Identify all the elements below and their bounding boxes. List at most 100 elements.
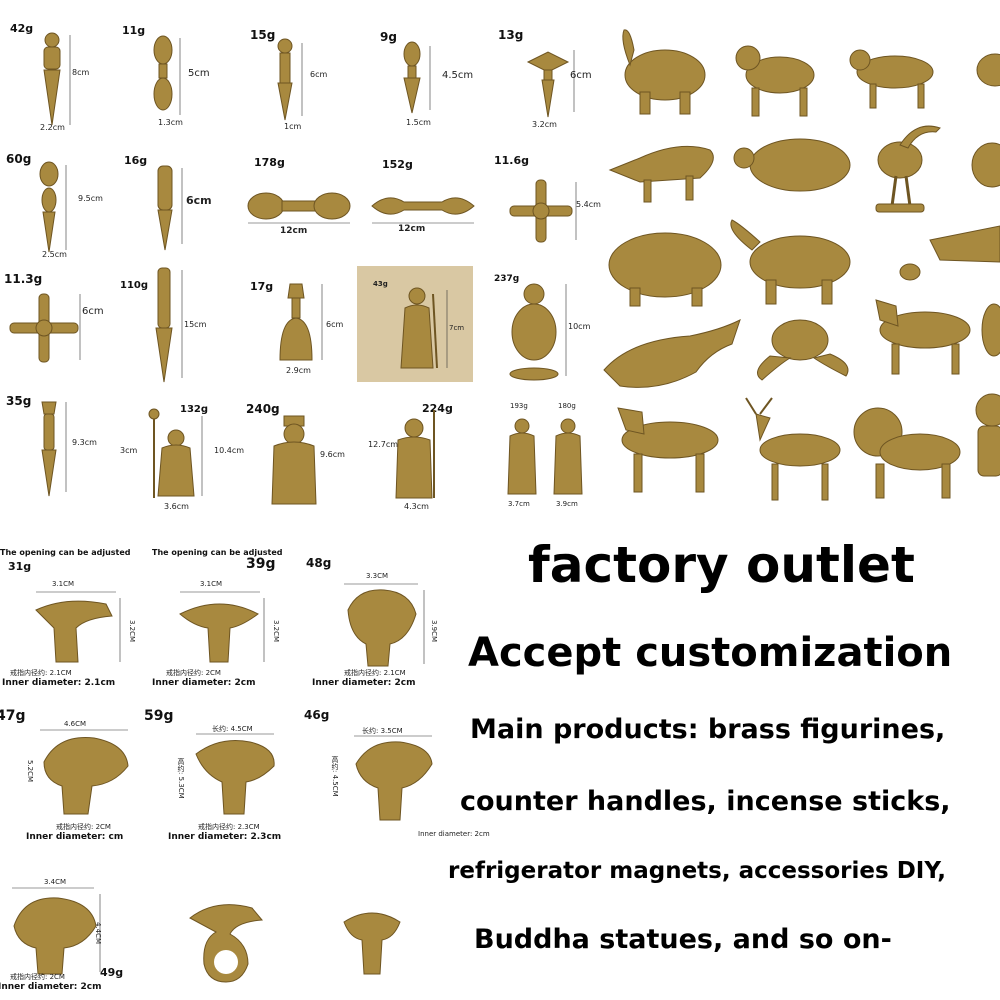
adjustable-note: The opening can be adjusted bbox=[152, 548, 283, 557]
weight-label: 11.6g bbox=[494, 154, 530, 167]
weight-label: 180g bbox=[558, 402, 576, 410]
height-label: 6cm bbox=[310, 70, 328, 79]
height-label: 4.5cm bbox=[442, 70, 474, 81]
god-of-wealth-figurine bbox=[271, 415, 317, 505]
crossed-vajra-figurine bbox=[9, 293, 81, 363]
partial-figurine bbox=[899, 263, 921, 281]
weight-label: 31g bbox=[8, 560, 32, 573]
partial-figurine bbox=[929, 225, 1000, 263]
height-label: 6cm bbox=[186, 194, 212, 207]
horse-figurine bbox=[617, 407, 719, 493]
subheadline: Accept customization bbox=[468, 630, 953, 676]
weight-label: 9g bbox=[380, 30, 397, 44]
figurine-item: 42g 8cm 2.2cm bbox=[0, 0, 120, 132]
frog-ring bbox=[179, 591, 265, 663]
weight-label: 152g bbox=[382, 158, 413, 171]
width-label: 1.3cm bbox=[158, 118, 183, 127]
cn-inner-label: 戒指内径约: 2.1CM bbox=[10, 669, 72, 677]
inner-diameter-label: Inner diameter: cm bbox=[26, 832, 124, 842]
weight-label: 46g bbox=[304, 708, 330, 722]
weight-label: 35g bbox=[6, 394, 32, 408]
ring-item: 59g 长约: 4.5CM 高约: 5.3CM 戒指内径约: 2.3CM Inn… bbox=[144, 700, 300, 850]
height-label: 6cm bbox=[82, 306, 104, 317]
weight-label: 59g bbox=[144, 708, 174, 724]
width-label: 3.1CM bbox=[52, 580, 75, 588]
ring-item: The opening can be adjusted 39g 3.1CM 3.… bbox=[150, 540, 300, 690]
phurba-figurine bbox=[39, 161, 67, 253]
weight-label: 42g bbox=[10, 22, 34, 35]
crocodile-ring bbox=[189, 904, 264, 983]
width-label: 4.6CM bbox=[64, 720, 87, 728]
laughing-buddha-figurine bbox=[509, 283, 567, 381]
adjustable-note: The opening can be adjusted bbox=[0, 548, 131, 557]
height-label: 9.6cm bbox=[320, 450, 345, 459]
inner-diameter-label: Inner diameter: 2cm bbox=[152, 678, 256, 688]
weight-label: 48g bbox=[306, 556, 332, 570]
ring-item: 47g 4.6CM 5.2CM 戒指内径约: 2CM Inner diamete… bbox=[0, 700, 150, 850]
height-label: 15cm bbox=[184, 320, 207, 329]
weight-label: 15g bbox=[250, 28, 276, 42]
weight-label: 240g bbox=[246, 402, 280, 416]
width-label: 2.2cm bbox=[40, 123, 65, 132]
toad-ring bbox=[343, 912, 401, 975]
height-label: 7cm bbox=[449, 324, 465, 332]
figurine-photo: 43g 7cm bbox=[357, 266, 473, 382]
figurine-item: 178g 12cm bbox=[240, 130, 360, 260]
figurine-item: 35g 9.3cm bbox=[0, 390, 120, 518]
dragon-head-ring bbox=[195, 733, 275, 815]
figurine-item: 11.3g 6cm bbox=[0, 260, 120, 390]
ring-catalog: The opening can be adjusted 31g 3.1CM 3.… bbox=[0, 540, 490, 1000]
weight-label: 47g bbox=[0, 708, 26, 724]
width-label: 长约: 4.5CM bbox=[212, 725, 253, 733]
weight-label: 13g bbox=[498, 28, 524, 42]
width-label: 3.3CM bbox=[366, 572, 389, 580]
elephant-figurine bbox=[730, 219, 851, 305]
height-label: 9.5cm bbox=[78, 194, 103, 203]
inner-diameter-label: Inner diameter: 2cm bbox=[312, 678, 416, 688]
inner-diameter-label: Inner diameter: 2.3cm bbox=[168, 832, 282, 842]
ring-item bbox=[300, 870, 450, 1000]
height-label: 高约: 4.5CM bbox=[331, 756, 339, 797]
phurba-figurine bbox=[41, 401, 67, 497]
width-label: 2.5cm bbox=[42, 250, 67, 259]
partial-figurine bbox=[976, 53, 1000, 87]
height-label: 6cm bbox=[570, 70, 592, 81]
figurine-item: 13g 6cm 3.2cm bbox=[480, 0, 606, 130]
figurine-catalog: 42g 8cm 2.2cm 11g 5cm 1.3cm 15g 6cm 1cm … bbox=[0, 0, 606, 520]
horse-figurine bbox=[875, 299, 971, 375]
height-label: 3.9CM bbox=[430, 620, 438, 643]
weight-label: 60g bbox=[6, 152, 32, 166]
guardian-statue-figurine bbox=[395, 410, 435, 499]
width-label: 12cm bbox=[280, 226, 308, 236]
height-label: 5.4cm bbox=[576, 200, 601, 209]
ring-item: The opening can be adjusted 31g 3.1CM 3.… bbox=[0, 540, 150, 690]
height-label: 10cm bbox=[568, 322, 591, 331]
astronaut-figurine bbox=[975, 393, 1000, 477]
width-label: 3.7cm bbox=[508, 500, 530, 508]
width-label: 3.1CM bbox=[200, 580, 223, 588]
height-label: 5.2CM bbox=[26, 760, 34, 783]
width-label: 12cm bbox=[398, 224, 426, 234]
crane-figurine bbox=[875, 125, 941, 213]
weight-label: 16g bbox=[124, 154, 148, 167]
dinosaur-ring bbox=[12, 887, 101, 975]
sage-statue-figurine bbox=[400, 287, 448, 369]
crossed-vajra-figurine bbox=[509, 179, 577, 243]
weight-label: 237g bbox=[494, 274, 520, 284]
headline: factory outlet bbox=[528, 536, 915, 594]
figurine-item: 11.6g 5.4cm bbox=[480, 130, 606, 260]
figurine-item: 16g 6cm bbox=[120, 130, 240, 260]
figurine-item: 110g 15cm bbox=[120, 260, 240, 390]
figurine-item: 9g 4.5cm 1.5cm bbox=[360, 0, 480, 130]
cn-inner-label: 戒指内径约: 2.3CM bbox=[198, 823, 260, 831]
dragon-head-ring bbox=[40, 729, 129, 815]
pair-of-statues-figurine bbox=[507, 418, 583, 495]
width-label: 1.5cm bbox=[406, 118, 431, 127]
ring-item: 48g 3.3CM 3.9CM 戒指内径约: 2.1CM Inner diame… bbox=[300, 540, 450, 690]
promo-text-panel: factory outlet Accept customization Main… bbox=[440, 520, 1000, 1000]
figurine-item: 11g 5cm 1.3cm bbox=[120, 0, 240, 130]
anteater-figurine bbox=[608, 145, 714, 203]
dragon-head-ring bbox=[344, 583, 425, 667]
weight-label: 193g bbox=[510, 402, 528, 410]
cn-inner-label: 戒指内径约: 2.1CM bbox=[344, 669, 406, 677]
